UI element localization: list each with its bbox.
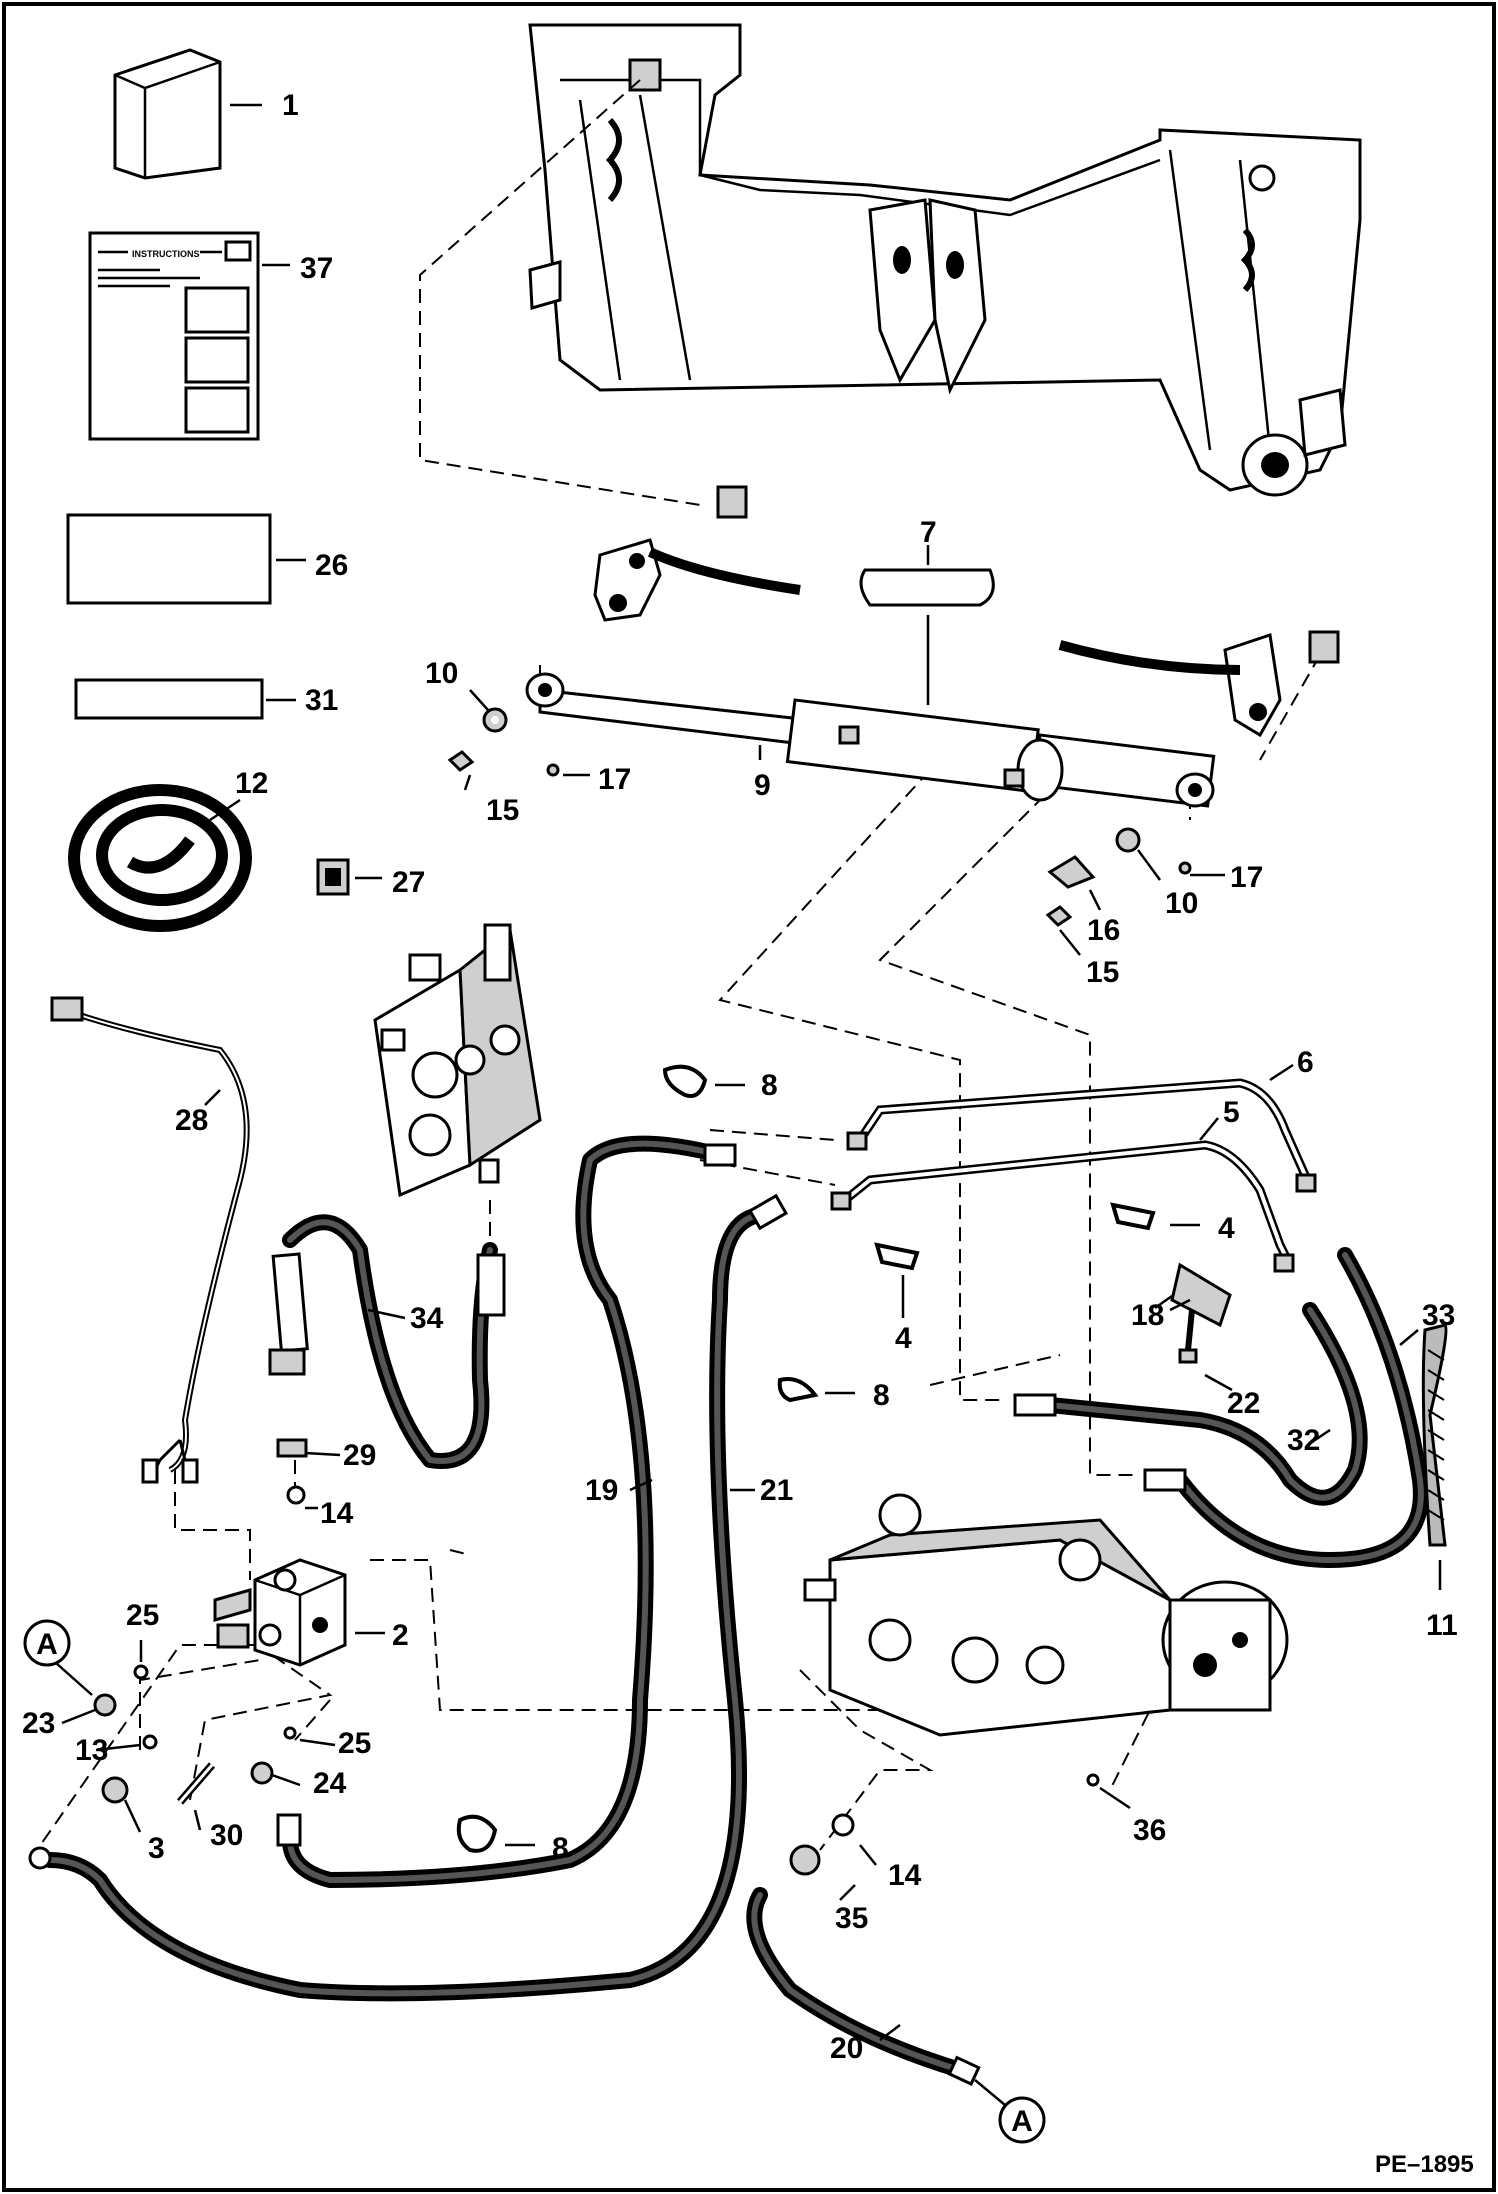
callout-1: 1	[282, 89, 299, 122]
callout-34: 34	[410, 1302, 444, 1335]
part-27-switch	[316, 858, 382, 896]
hose-21	[28, 1193, 789, 2002]
callout-20: 20	[830, 2032, 863, 2065]
callout-22: 22	[1227, 1387, 1260, 1420]
callout-8-bottom: 8	[552, 1832, 569, 1865]
callout-labels: 1 2 3 4 4 5 6 7 8 8 8 9 10 10 11 12 13 1…	[22, 89, 1458, 2065]
part-9-cylinder	[525, 672, 1216, 808]
instructions-heading: INSTRUCTIONS	[132, 249, 200, 259]
callout-16: 16	[1087, 914, 1120, 947]
doc-code: PE–1895	[1375, 2151, 1474, 2178]
callout-4-right: 4	[1218, 1212, 1235, 1245]
callout-leaders	[61, 689, 1419, 2041]
callout-4-left: 4	[895, 1322, 912, 1355]
part-11-sleeve	[1421, 1323, 1448, 1590]
bracket-4-left	[874, 1242, 920, 1318]
callout-7: 7	[920, 516, 937, 549]
callout-31: 31	[305, 684, 338, 717]
callout-15-left: 15	[486, 794, 519, 827]
callout-8-top: 8	[761, 1069, 778, 1102]
callout-27: 27	[392, 866, 425, 899]
callout-19: 19	[585, 1474, 618, 1507]
callout-29: 29	[343, 1439, 376, 1472]
part-7-shield	[859, 545, 995, 705]
part-28-harness	[50, 996, 250, 1484]
clamp-8-mid	[777, 1377, 855, 1403]
callout-21: 21	[760, 1474, 793, 1507]
part-12-coiled-hose	[68, 784, 252, 932]
callout-8-mid: 8	[873, 1379, 890, 1412]
callout-25-bottom: 25	[338, 1727, 371, 1760]
callout-11: 11	[1426, 1609, 1458, 1642]
part-37-instructions: INSTRUCTIONS	[88, 231, 290, 441]
hardware-left	[447, 707, 560, 777]
part-26-decal	[66, 513, 306, 605]
hose-32	[1013, 1302, 1368, 1506]
callout-2: 2	[392, 1619, 409, 1652]
callout-28: 28	[175, 1104, 208, 1137]
svg-text:A: A	[1011, 2105, 1033, 2138]
control-valve	[373, 923, 542, 1198]
callout-5: 5	[1223, 1096, 1240, 1129]
callout-9: 9	[754, 769, 771, 802]
small-hardware	[93, 1664, 1100, 1805]
bracket-18	[1169, 1262, 1232, 1328]
callout-32: 32	[1287, 1424, 1320, 1457]
callout-10-left: 10	[425, 657, 458, 690]
bolt-22	[1178, 1309, 1233, 1392]
tube-5	[830, 1140, 1295, 1273]
svg-text:A: A	[36, 1628, 58, 1661]
callout-25-top: 25	[126, 1599, 159, 1632]
hose-33	[1143, 1247, 1429, 1568]
bracket-4-right	[1110, 1202, 1200, 1231]
connector-a-right: A	[974, 2079, 1046, 2144]
hose-20	[746, 1813, 981, 2087]
callout-13: 13	[75, 1734, 108, 1767]
callout-14-right: 14	[888, 1859, 922, 1892]
hydraulic-pump	[803, 1493, 1289, 1737]
clamp-8-top	[662, 1064, 745, 1098]
callout-3: 3	[148, 1832, 165, 1865]
callout-26: 26	[315, 549, 348, 582]
callout-12: 12	[235, 767, 268, 800]
hose-19	[276, 1135, 737, 1888]
callout-30: 30	[210, 1819, 243, 1852]
hardware-right	[1045, 827, 1192, 927]
tube-6	[846, 1078, 1317, 1193]
callout-14-left: 14	[320, 1497, 354, 1530]
left-linkage	[593, 485, 801, 622]
callout-17-left: 17	[598, 763, 631, 796]
callout-6: 6	[1297, 1046, 1314, 1079]
connector-a-left: A	[23, 1619, 93, 1696]
mount-frame	[528, 23, 1362, 497]
part-2-valve-block	[213, 1558, 385, 1667]
callout-17-right: 17	[1230, 861, 1263, 894]
callout-37: 37	[300, 252, 333, 285]
callout-33: 33	[1422, 1299, 1455, 1332]
hose-34	[268, 1214, 506, 1505]
part-1-box	[113, 48, 262, 180]
callout-23: 23	[22, 1707, 55, 1740]
clamp-8-bottom	[456, 1814, 535, 1853]
callout-10-right: 10	[1165, 887, 1198, 920]
callout-36: 36	[1133, 1814, 1166, 1847]
part-31-decal	[74, 678, 296, 720]
callout-15-right: 15	[1086, 956, 1119, 989]
callout-24: 24	[313, 1767, 347, 1800]
callout-35: 35	[835, 1902, 868, 1935]
right-linkage	[1058, 630, 1340, 738]
